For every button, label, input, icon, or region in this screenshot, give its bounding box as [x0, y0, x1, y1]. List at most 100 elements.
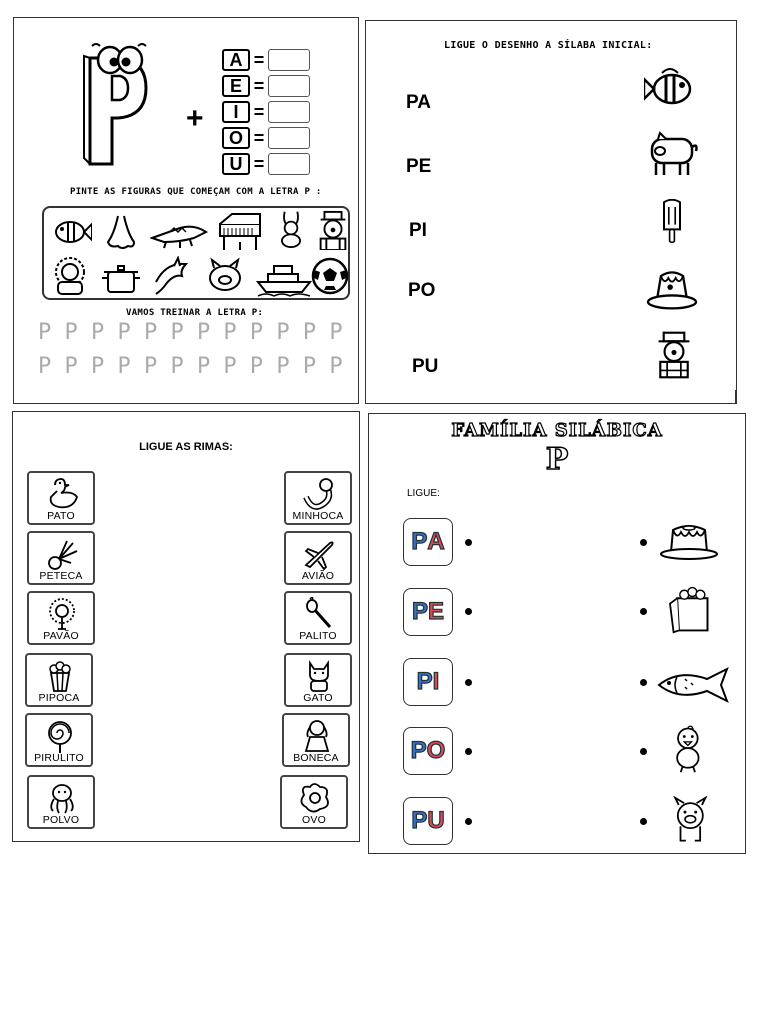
connector-dot[interactable]	[640, 679, 647, 686]
soccer-ball-icon[interactable]	[310, 256, 352, 296]
rhyme-label: AVIÃO	[301, 570, 335, 582]
answer-box[interactable]	[268, 101, 310, 123]
rhyme-card-boneca[interactable]: BONECA	[282, 713, 350, 767]
rhyme-card-pipoca[interactable]: PIPOCA	[25, 653, 93, 707]
vowel-row-e: E =	[222, 75, 310, 97]
practice-instruction: VAMOS TREINAR A LETRA P:	[126, 308, 264, 318]
pig-icon[interactable]	[644, 129, 700, 177]
vowel-row-i: I =	[222, 101, 310, 123]
rhyme-card-pirulito[interactable]: PIRULITO	[25, 713, 93, 767]
rhyme-label: PATO	[47, 510, 75, 522]
answer-box[interactable]	[268, 127, 310, 149]
syllable-vowel: O	[426, 736, 446, 764]
equals-sign: =	[253, 127, 265, 148]
syllable-vowel: E	[427, 597, 445, 625]
answer-box[interactable]	[268, 153, 310, 175]
equals-sign: =	[253, 153, 265, 174]
connector-dot[interactable]	[465, 679, 472, 686]
rhyme-card-minhoca[interactable]: MINHOCA	[284, 471, 352, 525]
syllable-vowel: U	[427, 806, 446, 834]
clown-icon[interactable]	[312, 210, 354, 250]
dolphin-icon[interactable]	[152, 256, 194, 296]
fish-icon[interactable]	[644, 65, 700, 113]
answer-box[interactable]	[268, 75, 310, 97]
vowel-box: E	[222, 75, 250, 97]
pudding-icon[interactable]	[659, 518, 719, 568]
pudding-icon[interactable]	[644, 265, 700, 313]
rhyme-card-gato[interactable]: GATO	[284, 653, 352, 707]
connector-dot[interactable]	[465, 748, 472, 755]
panel2-bottom-border	[365, 403, 737, 404]
trace-row-1: P P P P P P P P P P P P	[38, 320, 343, 345]
plus-sign: +	[186, 102, 204, 135]
vowel-box: A	[222, 49, 250, 71]
letter-p-worksheet: + A = E = I = O = U = PINTE AS FIGURAS Q…	[13, 17, 359, 404]
popcorn-bag-icon[interactable]	[665, 584, 725, 634]
fish-icon[interactable]	[50, 212, 92, 252]
rhyme-label: PETECA	[39, 570, 83, 582]
paint-instruction: PINTE AS FIGURAS QUE COMEÇAM COM A LETRA…	[70, 187, 322, 197]
syllable-pi: PI	[409, 220, 427, 241]
alligator-icon[interactable]	[150, 212, 208, 252]
doll-icon	[304, 720, 330, 752]
syllable-consonant: P	[416, 667, 433, 695]
vowel-row-o: O =	[222, 127, 310, 149]
syllable-po: PO	[408, 280, 436, 301]
connector-dot[interactable]	[465, 608, 472, 615]
pig-icon[interactable]	[663, 796, 723, 846]
clown-icon[interactable]	[646, 331, 702, 379]
rhyme-card-ovo[interactable]: OVO	[280, 775, 348, 829]
fish-icon[interactable]	[655, 660, 733, 710]
connector-dot[interactable]	[640, 539, 647, 546]
rhyme-label: PALITO	[299, 630, 337, 642]
lollipop-icon	[48, 721, 72, 753]
matchstick-icon	[306, 597, 332, 628]
fried-egg-icon	[300, 783, 329, 813]
rhyme-card-palito[interactable]: PALITO	[284, 591, 352, 645]
equals-sign: =	[253, 101, 265, 122]
rhyme-label: PIRULITO	[34, 752, 84, 764]
rhyme-card-pavao[interactable]: PAVÃO	[27, 591, 95, 645]
rhyme-label: POLVO	[42, 814, 80, 826]
syllable-consonant: P	[411, 806, 428, 834]
connector-dot[interactable]	[640, 748, 647, 755]
worm-icon	[303, 478, 333, 510]
rhyme-label: GATO	[303, 692, 333, 704]
connector-dot[interactable]	[640, 818, 647, 825]
equals-sign: =	[253, 75, 265, 96]
shuttlecock-icon	[48, 540, 78, 570]
ship-icon[interactable]	[256, 258, 312, 298]
rabbit-icon[interactable]	[270, 208, 312, 248]
pig-icon[interactable]	[204, 256, 246, 296]
vowel-box: O	[222, 127, 250, 149]
connector-dot[interactable]	[640, 608, 647, 615]
syllable-consonant: P	[411, 527, 428, 555]
answer-box[interactable]	[268, 49, 310, 71]
trace-row-2: P P P P P P P P P P P P	[38, 354, 343, 379]
rhyme-card-peteca[interactable]: PETECA	[27, 531, 95, 585]
vowel-box: I	[222, 101, 250, 123]
popsicle-icon[interactable]	[644, 199, 700, 247]
syllable-pe: PE	[406, 156, 432, 177]
piano-icon[interactable]	[216, 212, 264, 252]
octopus-icon	[50, 784, 74, 814]
connector-dot[interactable]	[465, 818, 472, 825]
lion-icon[interactable]	[50, 256, 92, 296]
connector-dot[interactable]	[465, 539, 472, 546]
pot-icon[interactable]	[100, 258, 142, 298]
duckling-icon[interactable]	[665, 724, 725, 774]
rhyme-card-pato[interactable]: PATO	[27, 471, 95, 525]
rhyme-label: OVO	[302, 814, 326, 826]
picture-grid	[42, 206, 350, 300]
nose-icon[interactable]	[100, 212, 142, 252]
rhyme-card-polvo[interactable]: POLVO	[27, 775, 95, 829]
rhyme-card-aviao[interactable]: AVIÃO	[284, 531, 352, 585]
syllable-consonant: P	[410, 736, 427, 764]
panel2-edge	[735, 390, 737, 404]
